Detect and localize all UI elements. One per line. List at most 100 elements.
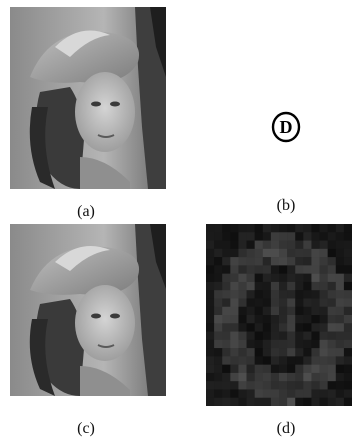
difference-block	[295, 306, 304, 316]
difference-block	[262, 265, 272, 274]
difference-block	[230, 298, 239, 308]
difference-image	[206, 224, 352, 406]
difference-block	[246, 397, 255, 406]
difference-block	[311, 389, 320, 399]
difference-block	[262, 257, 272, 266]
difference-block	[287, 348, 296, 357]
difference-block	[319, 298, 328, 308]
difference-block	[254, 265, 264, 274]
difference-block	[279, 323, 288, 332]
difference-block	[214, 232, 223, 241]
difference-block	[335, 306, 345, 316]
difference-block	[327, 315, 337, 324]
difference-block	[311, 364, 320, 374]
difference-block	[279, 224, 288, 233]
difference-block	[343, 381, 352, 390]
difference-block	[262, 372, 272, 382]
difference-block	[279, 290, 288, 299]
difference-block	[311, 298, 320, 308]
difference-block	[279, 331, 288, 341]
difference-block	[270, 364, 280, 374]
difference-block	[254, 323, 264, 332]
difference-block	[262, 339, 272, 349]
difference-block	[327, 306, 337, 316]
difference-block	[206, 381, 215, 390]
difference-block	[214, 356, 223, 365]
difference-block	[246, 290, 255, 299]
difference-block	[311, 248, 320, 258]
difference-block	[319, 397, 328, 406]
difference-block	[311, 290, 320, 299]
difference-block	[327, 323, 337, 332]
difference-block	[254, 381, 264, 390]
difference-block	[238, 232, 247, 241]
difference-block	[303, 389, 312, 399]
difference-block	[262, 224, 272, 233]
difference-block	[206, 257, 215, 266]
difference-block	[279, 348, 288, 357]
difference-block	[230, 232, 239, 241]
difference-block	[327, 257, 337, 266]
difference-block	[214, 381, 223, 390]
difference-block	[222, 290, 231, 299]
difference-block	[311, 356, 320, 365]
difference-block	[254, 257, 264, 266]
difference-block	[270, 290, 280, 299]
difference-block	[246, 381, 255, 390]
difference-block	[222, 248, 231, 258]
difference-block	[319, 348, 328, 357]
difference-block	[206, 306, 215, 316]
difference-block	[311, 273, 320, 283]
difference-block	[246, 257, 255, 266]
difference-block	[279, 389, 288, 399]
difference-block	[206, 331, 215, 341]
difference-block	[303, 265, 312, 274]
difference-block	[262, 356, 272, 365]
difference-block	[287, 248, 296, 258]
difference-block	[262, 381, 272, 390]
difference-block	[230, 240, 239, 250]
difference-block	[287, 364, 296, 374]
difference-block	[279, 381, 288, 390]
difference-block	[230, 381, 239, 390]
difference-block	[230, 331, 239, 341]
difference-block	[262, 298, 272, 308]
difference-block	[335, 356, 345, 365]
difference-block	[335, 248, 345, 258]
difference-block	[270, 224, 280, 233]
difference-block	[295, 381, 304, 390]
difference-block	[262, 273, 272, 283]
difference-block	[335, 348, 345, 357]
difference-block	[287, 356, 296, 365]
difference-block	[343, 397, 352, 406]
difference-block	[254, 372, 264, 382]
difference-block	[311, 381, 320, 390]
watermark-logo: D	[271, 111, 301, 143]
difference-block	[254, 389, 264, 399]
difference-block	[327, 364, 337, 374]
difference-block	[262, 281, 272, 291]
difference-block	[287, 372, 296, 382]
difference-block	[238, 306, 247, 316]
difference-block	[246, 232, 255, 241]
difference-block	[214, 397, 223, 406]
difference-block	[335, 381, 345, 390]
difference-block	[335, 397, 345, 406]
difference-block	[311, 224, 320, 233]
difference-block	[246, 372, 255, 382]
difference-block	[295, 248, 304, 258]
difference-block	[343, 257, 352, 266]
difference-block	[206, 248, 215, 258]
difference-block	[254, 290, 264, 299]
difference-block	[343, 248, 352, 258]
difference-block	[343, 364, 352, 374]
difference-block	[311, 339, 320, 349]
difference-block	[335, 364, 345, 374]
difference-block	[327, 356, 337, 365]
difference-block	[287, 232, 296, 241]
difference-block	[230, 389, 239, 399]
difference-block	[343, 331, 352, 341]
difference-block	[246, 315, 255, 324]
difference-block	[246, 364, 255, 374]
difference-block	[335, 339, 345, 349]
